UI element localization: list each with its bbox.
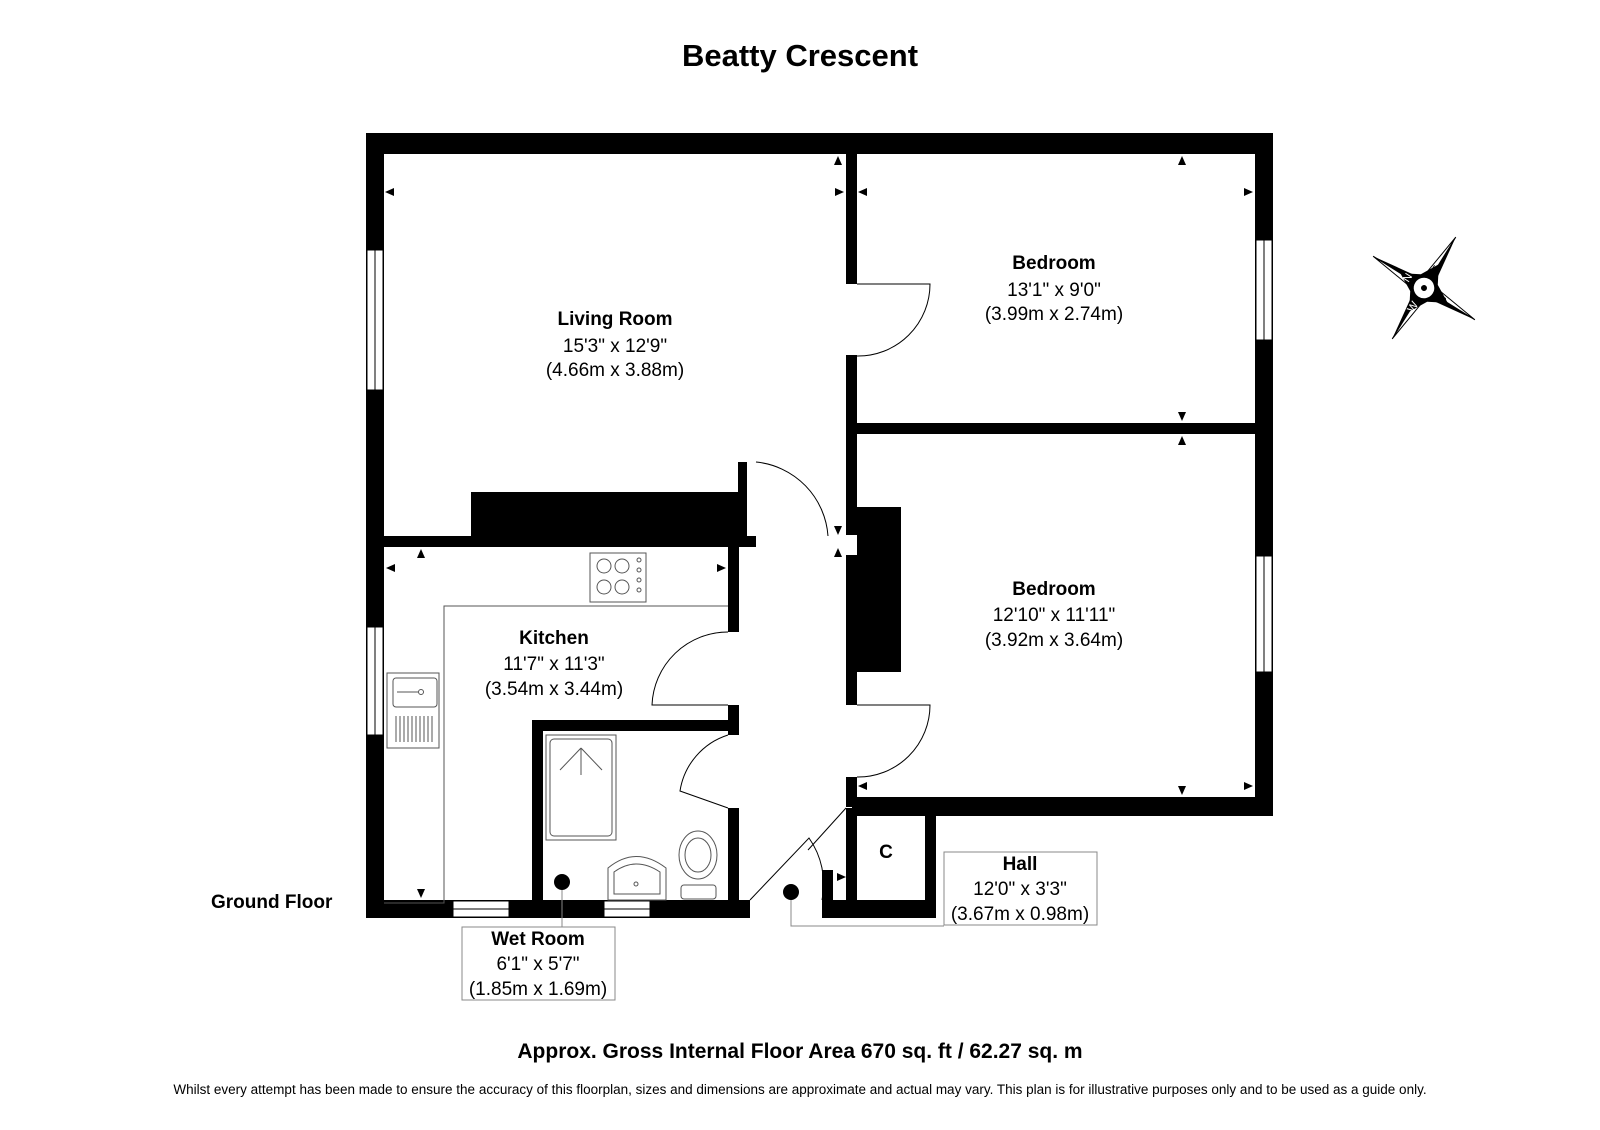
kitchen-worktop xyxy=(384,552,728,904)
room-name-hall: Hall xyxy=(1003,854,1038,875)
door-kitchen xyxy=(651,631,729,706)
windows xyxy=(366,239,1273,918)
compass-icon: N S E W xyxy=(1372,236,1476,340)
door-bedroom2 xyxy=(856,704,931,778)
room-dim-living-metric: (4.66m x 3.88m) xyxy=(546,360,684,381)
room-dim-bedroom1-imperial: 13'1" x 9'0" xyxy=(1007,280,1101,301)
room-dim-kitchen-imperial: 11'7" x 11'3" xyxy=(503,654,604,675)
drainer xyxy=(395,716,433,742)
walls xyxy=(366,133,1273,918)
wall-bottom-right xyxy=(852,797,1273,816)
wetroom-label-box xyxy=(461,926,616,1001)
room-name-bedroom1: Bedroom xyxy=(1012,253,1095,274)
wall-wetroom-left xyxy=(532,720,543,910)
room-name-wetroom: Wet Room xyxy=(491,929,585,950)
door-cupboard xyxy=(807,807,847,851)
washbasin-icon xyxy=(607,856,667,901)
doors xyxy=(651,283,931,901)
wall-bedroom2-left xyxy=(846,555,857,705)
room-dim-hall-imperial: 12'0" x 3'3" xyxy=(973,879,1067,900)
room-dim-kitchen-metric: (3.54m x 3.44m) xyxy=(485,679,623,700)
door-wetroom xyxy=(679,734,729,809)
floor-label: Ground Floor xyxy=(211,892,333,913)
wall-kitchen-right xyxy=(728,547,739,632)
toilet-icon xyxy=(678,830,718,900)
room-dim-bedroom1-metric: (3.99m x 2.74m) xyxy=(985,304,1123,325)
door-living xyxy=(755,461,829,537)
cupboard-label: C xyxy=(879,842,893,863)
room-dim-wetroom-imperial: 6'1" x 5'7" xyxy=(496,954,579,975)
wall-cupboard-right xyxy=(925,808,936,908)
wall-top xyxy=(366,133,1273,154)
dimension-ticks xyxy=(385,156,1253,898)
wall-right xyxy=(1255,133,1273,816)
room-name-kitchen: Kitchen xyxy=(519,628,589,649)
door-bedroom1 xyxy=(856,283,931,357)
wall-cupboard-left xyxy=(846,808,857,900)
room-dim-hall-metric: (3.67m x 0.98m) xyxy=(951,904,1089,925)
wetroom-pointer-dot xyxy=(554,874,570,890)
shower-tray-icon xyxy=(545,734,617,841)
wall-wetroom-top xyxy=(532,720,739,731)
room-dim-wetroom-metric: (1.85m x 1.69m) xyxy=(469,979,607,1000)
wall-bottom-hall xyxy=(822,900,936,918)
hall-pointer-dot xyxy=(783,884,799,900)
wardrobe-block xyxy=(857,507,901,672)
room-dim-bedroom2-metric: (3.92m x 3.64m) xyxy=(985,630,1123,651)
plan-title: Beatty Crescent xyxy=(681,38,919,73)
wall-partition-bedrooms xyxy=(846,423,1255,434)
hall-label-box xyxy=(943,851,1098,926)
room-name-bedroom2: Bedroom xyxy=(1012,579,1095,600)
door-entrance xyxy=(749,837,825,901)
room-name-living: Living Room xyxy=(557,309,672,330)
disclaimer: Whilst every attempt has been made to en… xyxy=(173,1082,1427,1097)
room-dim-bedroom2-imperial: 12'10" x 11'11" xyxy=(993,605,1116,626)
room-dim-living-imperial: 15'3" x 12'9" xyxy=(563,336,667,357)
sink-icon xyxy=(386,672,440,749)
wall-wetroom-right xyxy=(728,808,739,908)
floor-area: Approx. Gross Internal Floor Area 670 sq… xyxy=(517,1040,1083,1063)
wall-partition-living-bedroom xyxy=(846,154,857,284)
wall-living-kitchen xyxy=(384,536,756,547)
